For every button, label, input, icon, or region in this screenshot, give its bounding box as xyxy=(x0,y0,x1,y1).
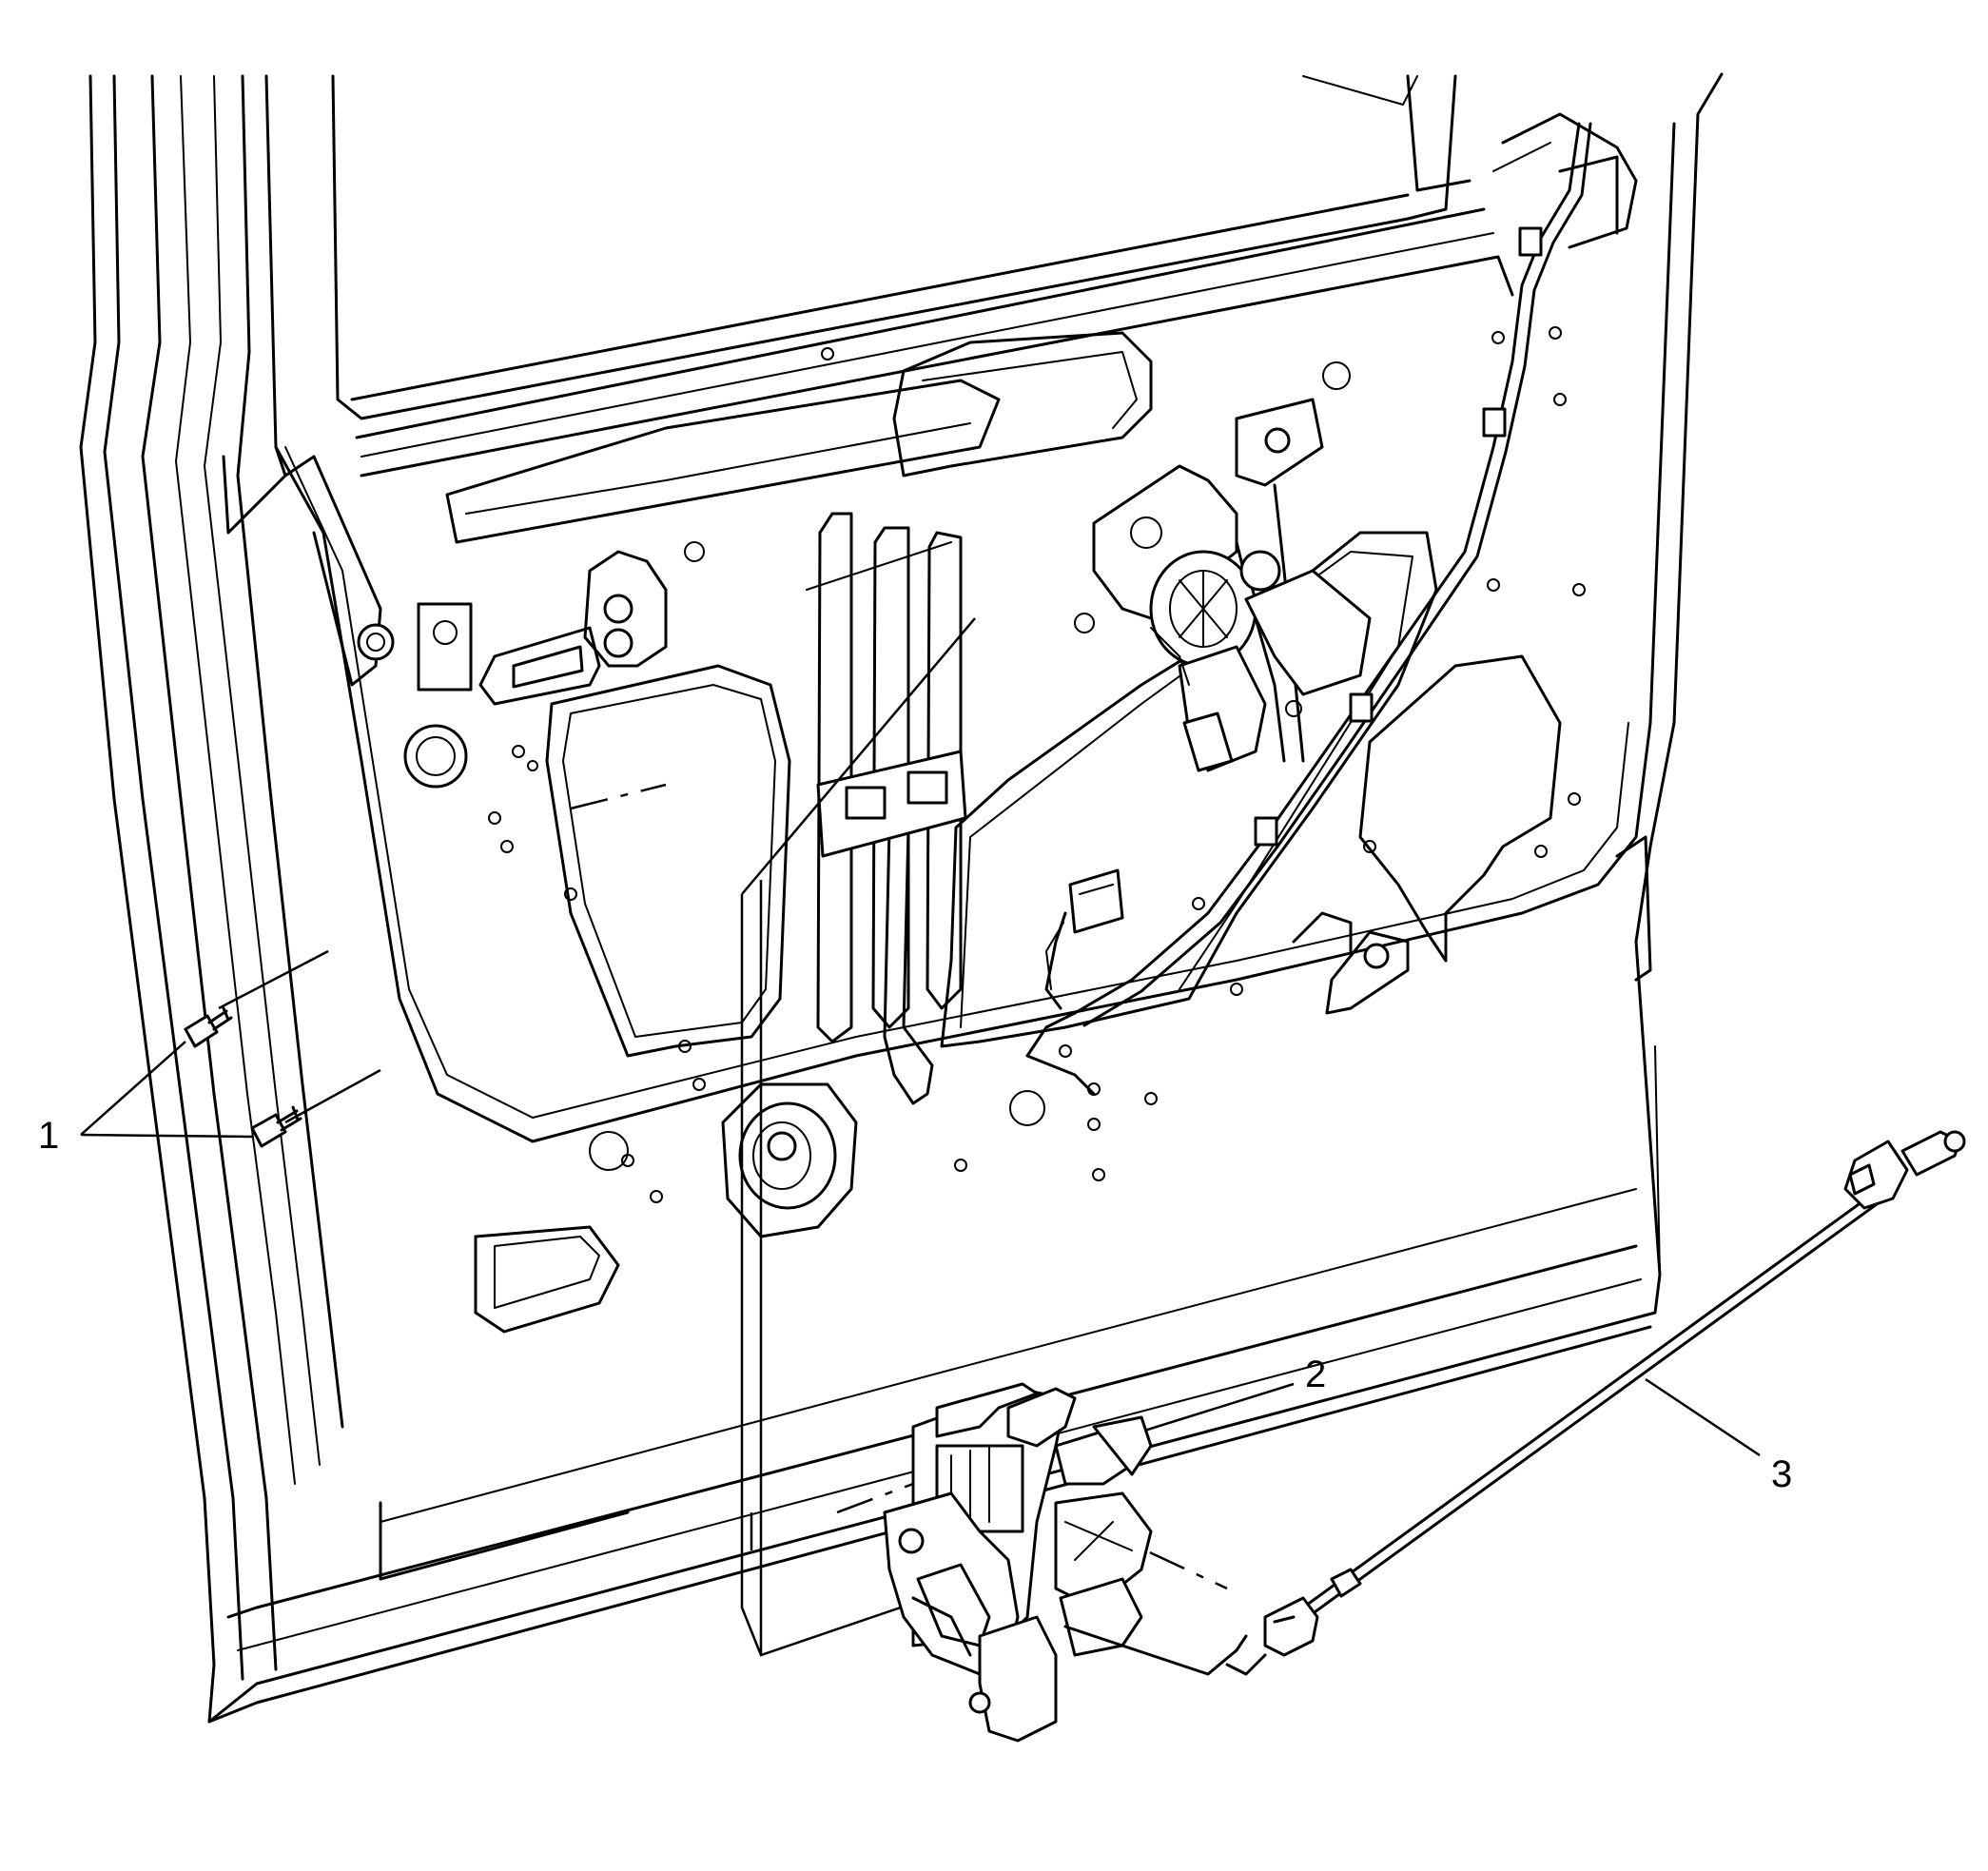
window-channel xyxy=(222,74,1638,687)
leader-3 xyxy=(1645,1377,1761,1457)
screw-fastener-upper xyxy=(184,1006,233,1048)
door-inner-panel xyxy=(79,72,1724,1724)
door-latch-assembly xyxy=(883,1382,1267,1743)
panel-features xyxy=(403,326,1586,1238)
leader-screw-2-target xyxy=(284,1068,381,1124)
leader-1b xyxy=(80,1133,253,1139)
callout-label-3: 3 xyxy=(1771,1453,1792,1495)
callout-label-1: 1 xyxy=(38,1115,59,1157)
leader-1a xyxy=(80,1041,186,1136)
wire-harness xyxy=(1025,122,1592,1096)
leader-lines xyxy=(80,617,1761,1657)
leader-latch-bracket xyxy=(740,894,971,1657)
latch-actuator-rod xyxy=(1263,1130,1966,1657)
window-regulator-motor xyxy=(1092,398,1372,772)
callout-label-2: 2 xyxy=(1305,1354,1326,1395)
leader-2 xyxy=(1140,1382,1295,1433)
screw-fastener-lower xyxy=(250,1105,302,1148)
leader-screw-1-target xyxy=(218,949,329,1010)
